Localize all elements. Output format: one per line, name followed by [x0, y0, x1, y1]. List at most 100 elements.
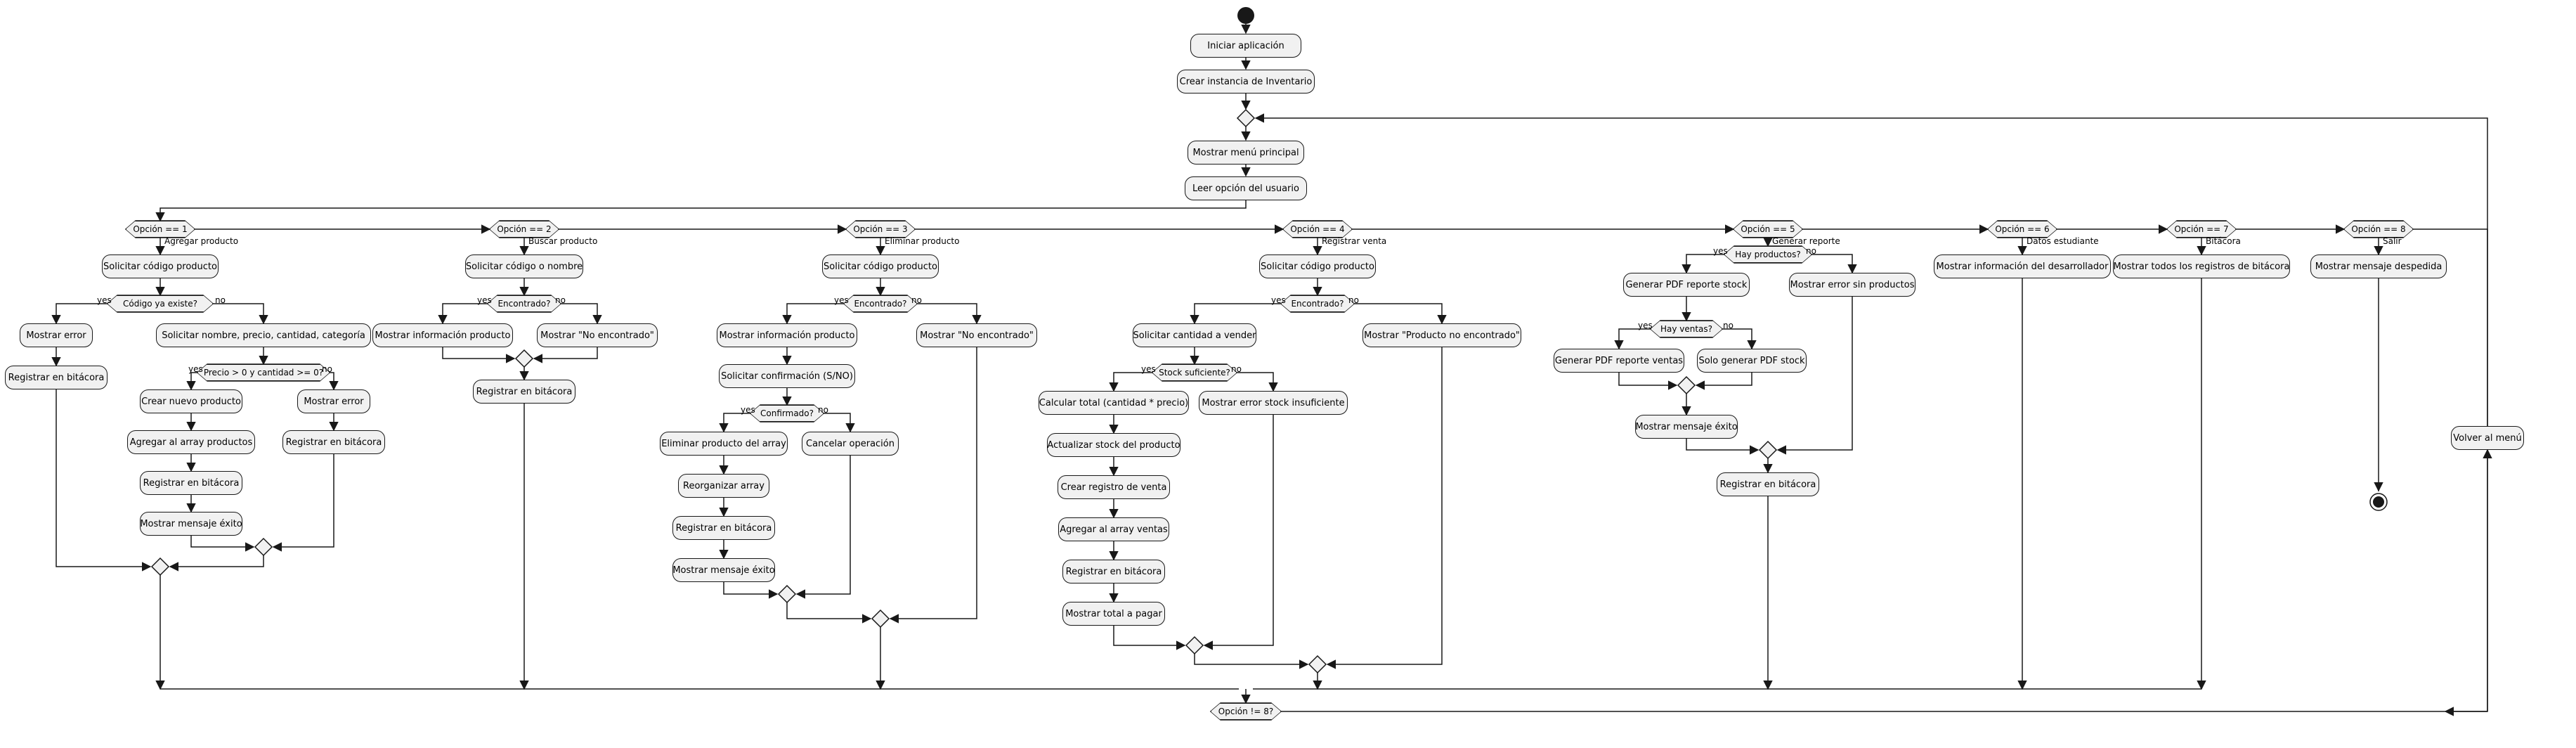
op2-reg: Registrar en bitácora	[473, 380, 575, 404]
op2-yes: yes	[477, 295, 492, 305]
flow-edge	[1113, 626, 1186, 650]
flow-edge	[1237, 372, 1278, 392]
op3-c-yes: yes	[741, 405, 755, 415]
op1-agregar: Agregar al array productos	[127, 430, 255, 454]
node-leer-opcion: Leer opción del usuario	[1185, 176, 1307, 200]
op4-s-no: no	[1231, 364, 1242, 374]
op2-merge	[514, 349, 534, 368]
decision-op5: Opción == 5	[1733, 221, 1802, 238]
op3-merge-outer	[871, 609, 890, 628]
flow-edge	[1203, 415, 1274, 650]
op3-info: Mostrar información producto	[717, 323, 857, 347]
flow-edge	[782, 303, 844, 325]
node-iniciar: Iniciar aplicación	[1190, 34, 1301, 58]
flow-edge	[1681, 254, 1724, 274]
flow-edge	[533, 347, 598, 363]
op1-merge-outer	[150, 557, 170, 576]
op3-conf: Solicitar confirmación (S/NO)	[719, 364, 855, 388]
flow-edge	[786, 602, 872, 624]
op1-err2: Mostrar error	[297, 389, 370, 413]
op6-info: Mostrar información del desarrollador	[1934, 254, 2111, 278]
op1-valid: Precio > 0 y cantidad >= 0?	[197, 364, 330, 381]
op5-yes: yes	[1713, 246, 1728, 256]
node-menu: Mostrar menú principal	[1188, 141, 1304, 165]
op1-exito: Mostrar mensaje éxito	[140, 512, 242, 536]
decision-op1: Opción == 1	[126, 221, 195, 238]
flow-edge	[442, 347, 516, 363]
flow-edge	[1194, 654, 1309, 669]
label-op7: Bitácora	[2206, 236, 2241, 246]
op5-v-yes: yes	[1638, 321, 1653, 330]
op2-info: Mostrar información producto	[372, 323, 513, 347]
flow-edge	[51, 303, 108, 325]
end-node	[2369, 493, 2388, 511]
op1-no: no	[215, 295, 226, 305]
merge-loop-top	[1236, 108, 1256, 128]
op2-solicitar: Solicitar código o nombre	[465, 254, 583, 278]
flow-edge	[329, 372, 339, 391]
op4-crearv: Crear registro de venta	[1058, 475, 1170, 499]
op1-err: Mostrar error	[20, 323, 93, 347]
op8-desp: Mostrar mensaje despedida	[2310, 254, 2447, 278]
flow-edge	[56, 389, 152, 572]
op4-yes: yes	[1271, 295, 1286, 305]
op3-merge-inner	[777, 584, 797, 604]
label-op4: Registrar venta	[1322, 236, 1387, 246]
op3-enc: Encontrado?	[844, 295, 917, 312]
op1-yes: yes	[97, 295, 112, 305]
op3-reorg: Reorganizar array	[678, 474, 769, 498]
op1-reg2: Registrar en bitácora	[140, 471, 242, 495]
flow-edge	[719, 413, 750, 433]
loop-cond: Opción != 8?	[1211, 703, 1281, 720]
op4-total: Mostrar total a pagar	[1062, 602, 1165, 626]
flow-edge	[1776, 297, 1853, 455]
op4-solicitar: Solicitar código producto	[1259, 254, 1376, 278]
op4-merge-outer	[1308, 654, 1327, 674]
op4-cant: Solicitar cantidad a vender	[1133, 323, 1256, 347]
flow-edge	[169, 555, 264, 572]
flow-edge	[1614, 328, 1651, 350]
op3-yes: yes	[834, 295, 849, 305]
op1-solicitar: Solicitar código producto	[102, 254, 219, 278]
op3-c-no: no	[818, 405, 828, 415]
op4-enc: Encontrado?	[1281, 295, 1354, 312]
flow-edge	[1686, 439, 1759, 455]
op3-noenc: Mostrar "No encontrado"	[916, 323, 1037, 347]
flow-edge	[1109, 372, 1152, 392]
label-op1: Agregar producto	[164, 236, 239, 246]
flow-edge	[1722, 328, 1757, 350]
op1-merge-inner	[254, 537, 273, 557]
label-op6: Datos estudiante	[2027, 236, 2099, 246]
node-volver: Volver al menú	[2451, 426, 2524, 450]
op2-noenc: Mostrar "No encontrado"	[537, 323, 658, 347]
op5-no: no	[1806, 246, 1816, 256]
op5-hay: Hay productos?	[1724, 246, 1811, 263]
flow-edge	[561, 303, 602, 325]
op4-stock: Stock suficiente?	[1152, 364, 1237, 381]
flow-edge	[1254, 113, 2488, 426]
op4-s-yes: yes	[1141, 364, 1156, 374]
op3-exito: Mostrar mensaje éxito	[672, 558, 775, 582]
flow-edge	[1190, 303, 1281, 325]
op5-ventas: Hay ventas?	[1651, 321, 1722, 337]
op4-calc: Calcular total (cantidad * precio)	[1039, 391, 1189, 415]
decision-op2: Opción == 2	[490, 221, 559, 238]
flow-edge	[889, 347, 977, 624]
decision-op4: Opción == 4	[1283, 221, 1352, 238]
decision-op8: Opción == 8	[2344, 221, 2413, 238]
flow-edge	[438, 303, 488, 325]
label-op5: Generar reporte	[1772, 236, 1840, 246]
op3-confq: Confirmado?	[750, 405, 824, 422]
flow-edge	[1354, 303, 1447, 325]
op4-merge-inner	[1185, 636, 1204, 655]
flow-edge	[1695, 373, 1752, 390]
op3-elim: Eliminar producto del array	[660, 432, 788, 456]
op1-existe: Código ya existe?	[108, 295, 213, 312]
op4-agregar: Agregar al array ventas	[1058, 517, 1169, 541]
op2-no: no	[555, 295, 566, 305]
op3-cancel: Cancelar operación	[802, 432, 899, 456]
flow-edge	[824, 413, 855, 433]
node-crear-inventario: Crear instancia de Inventario	[1177, 70, 1315, 94]
op4-act: Actualizar stock del producto	[1047, 433, 1180, 457]
